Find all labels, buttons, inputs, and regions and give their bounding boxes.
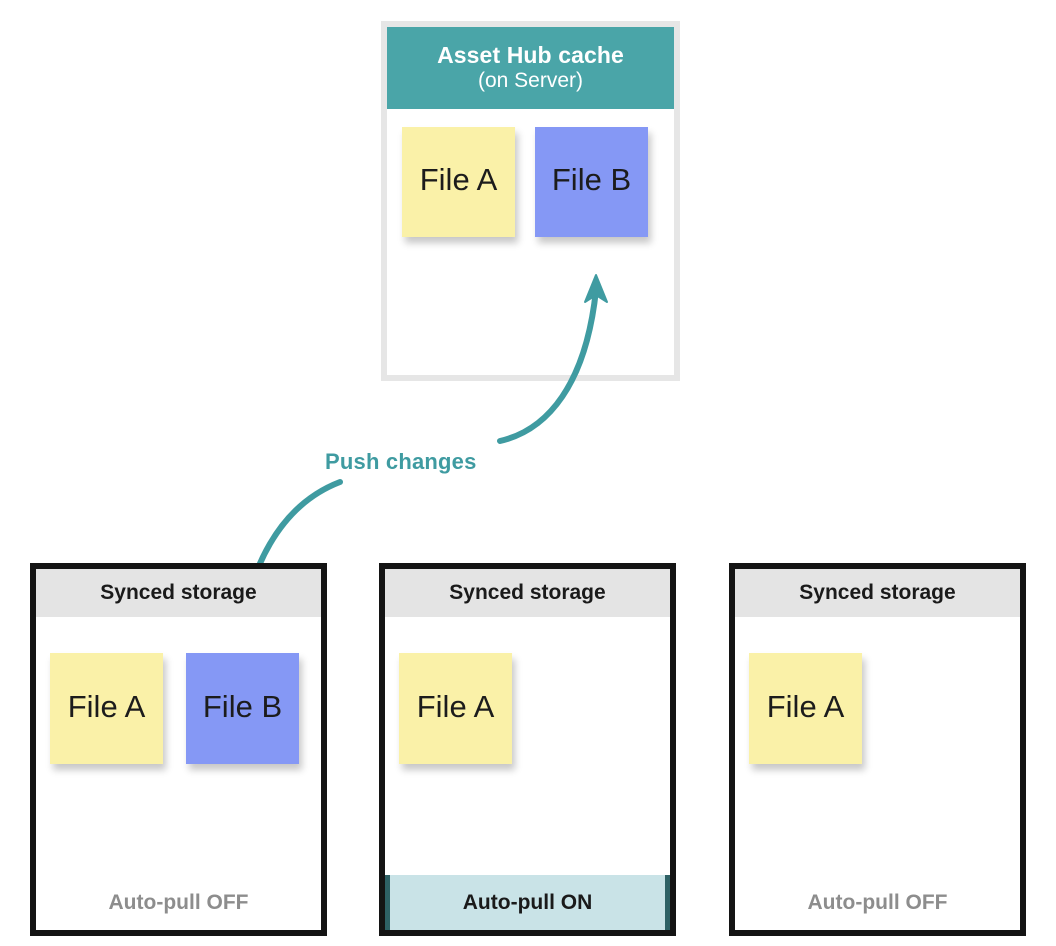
auto-pull-status-3: Auto-pull OFF	[807, 890, 948, 914]
auto-pull-status-1: Auto-pull OFF	[108, 890, 249, 914]
synced-storage-header-3: Synced storage	[735, 569, 1020, 617]
synced-storage-body-2: File A Auto-pull ON	[385, 617, 670, 930]
asset-hub-cache-subtitle: (on Server)	[477, 69, 584, 93]
synced-storage-header-1: Synced storage	[36, 569, 321, 617]
storage-1-note-file-b: File B	[186, 653, 299, 764]
storage-2-note-file-a: File A	[399, 653, 512, 764]
synced-storage-box-2: Synced storage File A Auto-pull ON	[379, 563, 676, 936]
synced-storage-body-1: File A File B Auto-pull OFF	[36, 617, 321, 930]
storage-2-note-file-a-label: File A	[416, 688, 495, 724]
cache-note-file-b: File B	[535, 127, 648, 237]
cache-note-file-a: File A	[402, 127, 515, 237]
storage-1-note-file-a-label: File A	[67, 688, 146, 724]
asset-hub-cache-panel: Asset Hub cache (on Server) File A File …	[381, 21, 680, 381]
asset-hub-cache-body: File A File B	[387, 109, 674, 375]
storage-1-note-file-a: File A	[50, 653, 163, 764]
cache-note-file-b-label: File B	[551, 162, 632, 197]
auto-pull-status-2: Auto-pull ON	[385, 875, 670, 930]
push-changes-label: Push changes	[325, 449, 477, 474]
synced-storage-header-2: Synced storage	[385, 569, 670, 617]
asset-hub-cache-header: Asset Hub cache (on Server)	[387, 27, 674, 109]
cache-note-file-a-label: File A	[419, 162, 498, 197]
storage-3-note-file-a-label: File A	[766, 688, 845, 724]
synced-storage-body-3: File A Auto-pull OFF	[735, 617, 1020, 930]
synced-storage-box-3: Synced storage File A Auto-pull OFF	[729, 563, 1026, 936]
asset-hub-cache-title: Asset Hub cache	[437, 42, 624, 69]
storage-1-note-file-b-label: File B	[202, 688, 283, 724]
storage-3-note-file-a: File A	[749, 653, 862, 764]
synced-storage-box-1: Synced storage File A File B Auto-pull O…	[30, 563, 327, 936]
